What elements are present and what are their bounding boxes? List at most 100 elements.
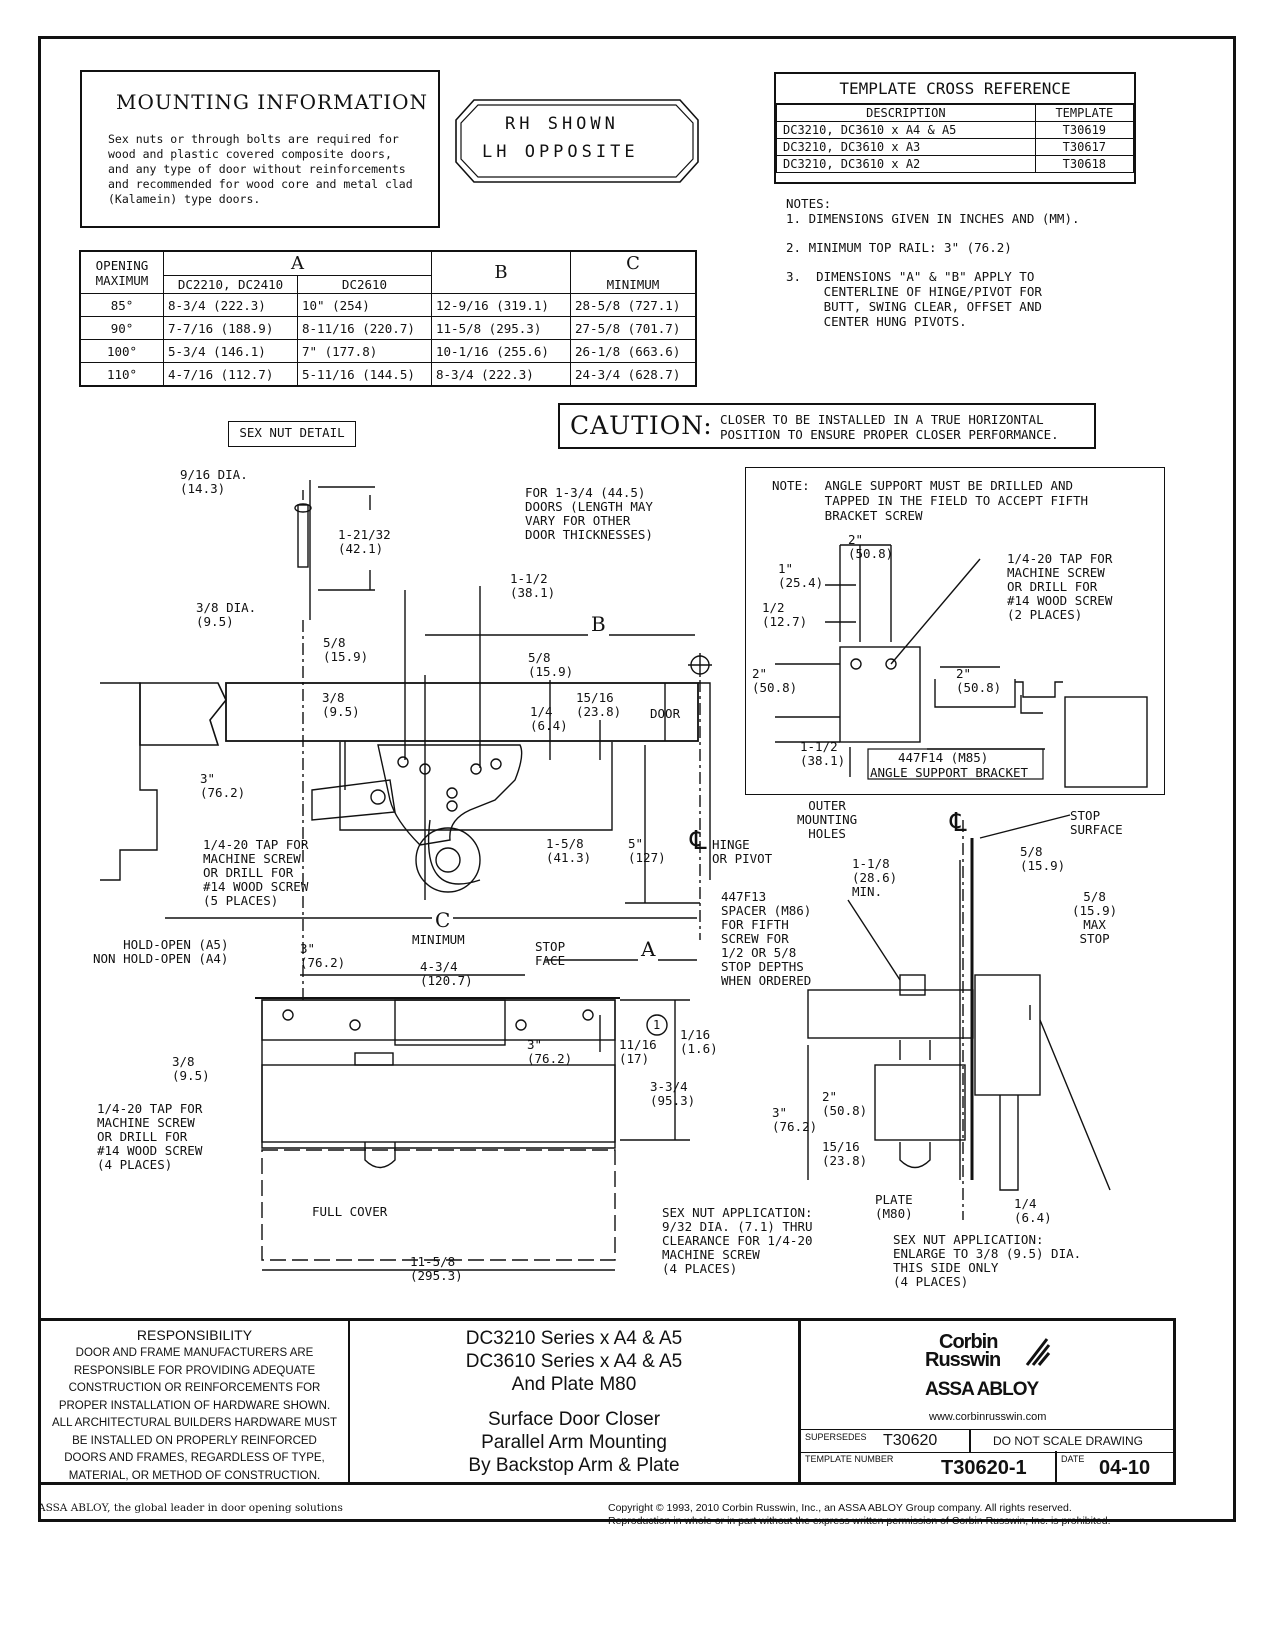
outer-holes-label: OUTER MOUNTING HOLES [797, 798, 858, 841]
responsibility-title: RESPONSIBILITY [136, 1327, 253, 1343]
dim-11-16: 11/16 (17) [619, 1037, 657, 1066]
sex-nut-application-1: SEX NUT APPLICATION: 9/32 DIA. (7.1) THR… [662, 1205, 813, 1276]
dim-3-8-dia: 3/8 DIA. (9.5) [196, 600, 257, 629]
full-cover-label: FULL COVER [312, 1204, 388, 1219]
brand-russwin: Russwin [925, 1349, 1001, 1371]
cell-b: 8-3/4 (222.3) [431, 362, 571, 387]
dim-5-8-b: 5/8 (15.9) [528, 650, 574, 679]
side-dim-1-1-8: 1-1/8 (28.6) MIN. [852, 856, 898, 899]
supersedes-value: T30620 [883, 1432, 938, 1449]
cell-a2: 8-11/16 (220.7) [297, 316, 432, 340]
caution-box: CAUTION: CLOSER TO BE INSTALLED IN A TRU… [558, 403, 1096, 449]
sex-nut-application-2: SEX NUT APPLICATION: ENLARGE TO 3/8 (9.5… [893, 1232, 1082, 1289]
note-item: 2. MINIMUM TOP RAIL: 3" (76.2) [786, 240, 1012, 255]
notes-title: NOTES: [786, 196, 832, 211]
closer-drawing [100, 480, 1111, 1271]
dimension-table: OPENING MAXIMUM A B C DC2210, DC2410 DC2… [79, 250, 697, 387]
dim-3-in-c: 3" (76.2) [527, 1037, 573, 1066]
dim-1-21-32: 1-21/32 (42.1) [338, 527, 391, 556]
angle-bracket-box: NOTE: ANGLE SUPPORT MUST BE DRILLED AND … [745, 467, 1165, 795]
col-c-min: MINIMUM [570, 275, 697, 294]
corbin-russwin-logo: Corbin Russwin [925, 1331, 1051, 1371]
dim-1-5-8: 1-5/8 (41.3) [546, 836, 592, 865]
callout-1: 1 [653, 1018, 661, 1032]
responsibility-block: RESPONSIBILITY DOOR AND FRAME MANUFACTUR… [38, 1318, 350, 1485]
dim-b: B [588, 612, 609, 636]
bracket-dim-112: 1-1/2 (38.1) [800, 739, 846, 768]
note-item: 3. DIMENSIONS "A" & "B" APPLY TO CENTERL… [786, 269, 1042, 329]
dimension-row: 100°5-3/4 (146.1)7" (177.8)10-1/16 (255.… [79, 339, 697, 363]
dim-4-3-4: 4-3/4 (120.7) [420, 959, 473, 988]
dim-9-16-dia: 9/16 DIA. (14.3) [180, 467, 248, 496]
bracket-dim-2a: 2" (50.8) [848, 532, 894, 561]
side-dim-2: 2" (50.8) [822, 1089, 868, 1118]
dim-5-8-a: 5/8 (15.9) [323, 635, 369, 664]
supersedes-label: SUPERSEDES [805, 1432, 867, 1442]
hinge-cl-symbol: ℄ [690, 826, 707, 856]
divider [1055, 1451, 1057, 1485]
cell-b: 12-9/16 (319.1) [431, 293, 571, 317]
side-cl-symbol: ℄ [950, 808, 967, 838]
supersedes-row: SUPERSEDES T30620 DO NOT SCALE DRAWING [801, 1429, 1173, 1453]
spacer-label: 447F13 SPACER (M86) FOR FIFTH SCREW FOR … [721, 889, 812, 988]
cell-a1: 5-3/4 (146.1) [163, 339, 298, 363]
mounting-info-title: MOUNTING INFORMATION [116, 90, 429, 114]
brand-corbin: Corbin [939, 1331, 998, 1353]
cell-b: 11-5/8 (295.3) [431, 316, 571, 340]
bracket-part: 447F14 (M85) [898, 750, 989, 765]
dim-15-16: 15/16 (23.8) [576, 690, 622, 719]
col-opening: OPENING MAXIMUM [79, 250, 164, 294]
note-item: 1. DIMENSIONS GIVEN IN INCHES AND (MM). [786, 211, 1080, 226]
holdopen-label: HOLD-OPEN (A5) NON HOLD-OPEN (A4) [93, 937, 229, 966]
bracket-dim-2b: 2" (50.8) [752, 666, 798, 695]
website: www.corbinrusswin.com [929, 1411, 1047, 1423]
responsibility-text: DOOR AND FRAME MANUFACTURERS ARE RESPONS… [52, 1347, 337, 1482]
dim-1-1-2: 1-1/2 (38.1) [510, 571, 556, 600]
xref-title: TEMPLATE CROSS REFERENCE [776, 74, 1134, 104]
dim-11-5-8: 11-5/8 (295.3) [410, 1254, 463, 1283]
bracket-dim-2c: 2" (50.8) [956, 666, 1002, 695]
side-dim-5-8-max: 5/8 (15.9) MAX STOP [1072, 889, 1118, 946]
xref-template: T30617 [1034, 138, 1135, 156]
date-label: DATE [1061, 1454, 1085, 1464]
side-dim-3: 3" (76.2) [772, 1105, 818, 1134]
stop-face-label: STOP FACE [535, 939, 566, 968]
notes-block: NOTES: 1. DIMENSIONS GIVEN IN INCHES AND… [786, 196, 1080, 329]
dim-3-3-4: 3-3/4 (95.3) [650, 1079, 696, 1108]
cell-c: 28-5/8 (727.1) [570, 293, 697, 317]
dim-1-4: 1/4 (6.4) [530, 704, 568, 733]
col-a2: DC2610 [297, 275, 432, 294]
side-dim-5-8: 5/8 (15.9) [1020, 844, 1066, 873]
do-not-scale: DO NOT SCALE DRAWING [993, 1434, 1144, 1448]
hand-line-2: LH OPPOSITE [482, 142, 639, 162]
hinge-label: HINGE OR PIVOT [712, 837, 773, 866]
dim-a: A [638, 937, 659, 961]
cell-opening: 110° [79, 362, 164, 387]
hand-line-1: RH SHOWN [505, 114, 619, 134]
xref-col-template: TEMPLATE [1034, 104, 1135, 122]
tap-5-places: 1/4-20 TAP FOR MACHINE SCREW OR DRILL FO… [203, 837, 309, 908]
template-number: T30620-1 [941, 1457, 1027, 1479]
product-block: DC3210 Series x A4 & A5 DC3610 Series x … [348, 1318, 800, 1485]
mounting-info-text: Sex nuts or through bolts are required f… [108, 132, 413, 206]
side-dim-1-4: 1/4 (6.4) [1014, 1196, 1052, 1225]
dimension-row: 110°4-7/16 (112.7)5-11/16 (144.5)8-3/4 (… [79, 362, 697, 387]
dim-c-minimum: MINIMUM [412, 932, 465, 947]
door-thickness-note: FOR 1-3/4 (44.5) DOORS (LENGTH MAY VARY … [525, 485, 653, 542]
mounting-info-box: MOUNTING INFORMATION Sex nuts or through… [80, 70, 440, 228]
cell-a1: 4-7/16 (112.7) [163, 362, 298, 387]
hand-octagon [455, 99, 699, 183]
plate-label: PLATE (M80) [875, 1192, 913, 1221]
template-number-label: TEMPLATE NUMBER [805, 1454, 894, 1464]
cell-b: 10-1/16 (255.6) [431, 339, 571, 363]
cell-a2: 5-11/16 (144.5) [297, 362, 432, 387]
caution-text: CLOSER TO BE INSTALLED IN A TRUE HORIZON… [720, 412, 1059, 442]
col-b: B [431, 250, 571, 294]
xref-desc: DC3210, DC3610 x A2 [776, 155, 1036, 173]
dimension-row: 85°8-3/4 (222.3)10" (254)12-9/16 (319.1)… [79, 293, 697, 317]
stop-surface-label: STOP SURFACE [1070, 808, 1123, 837]
